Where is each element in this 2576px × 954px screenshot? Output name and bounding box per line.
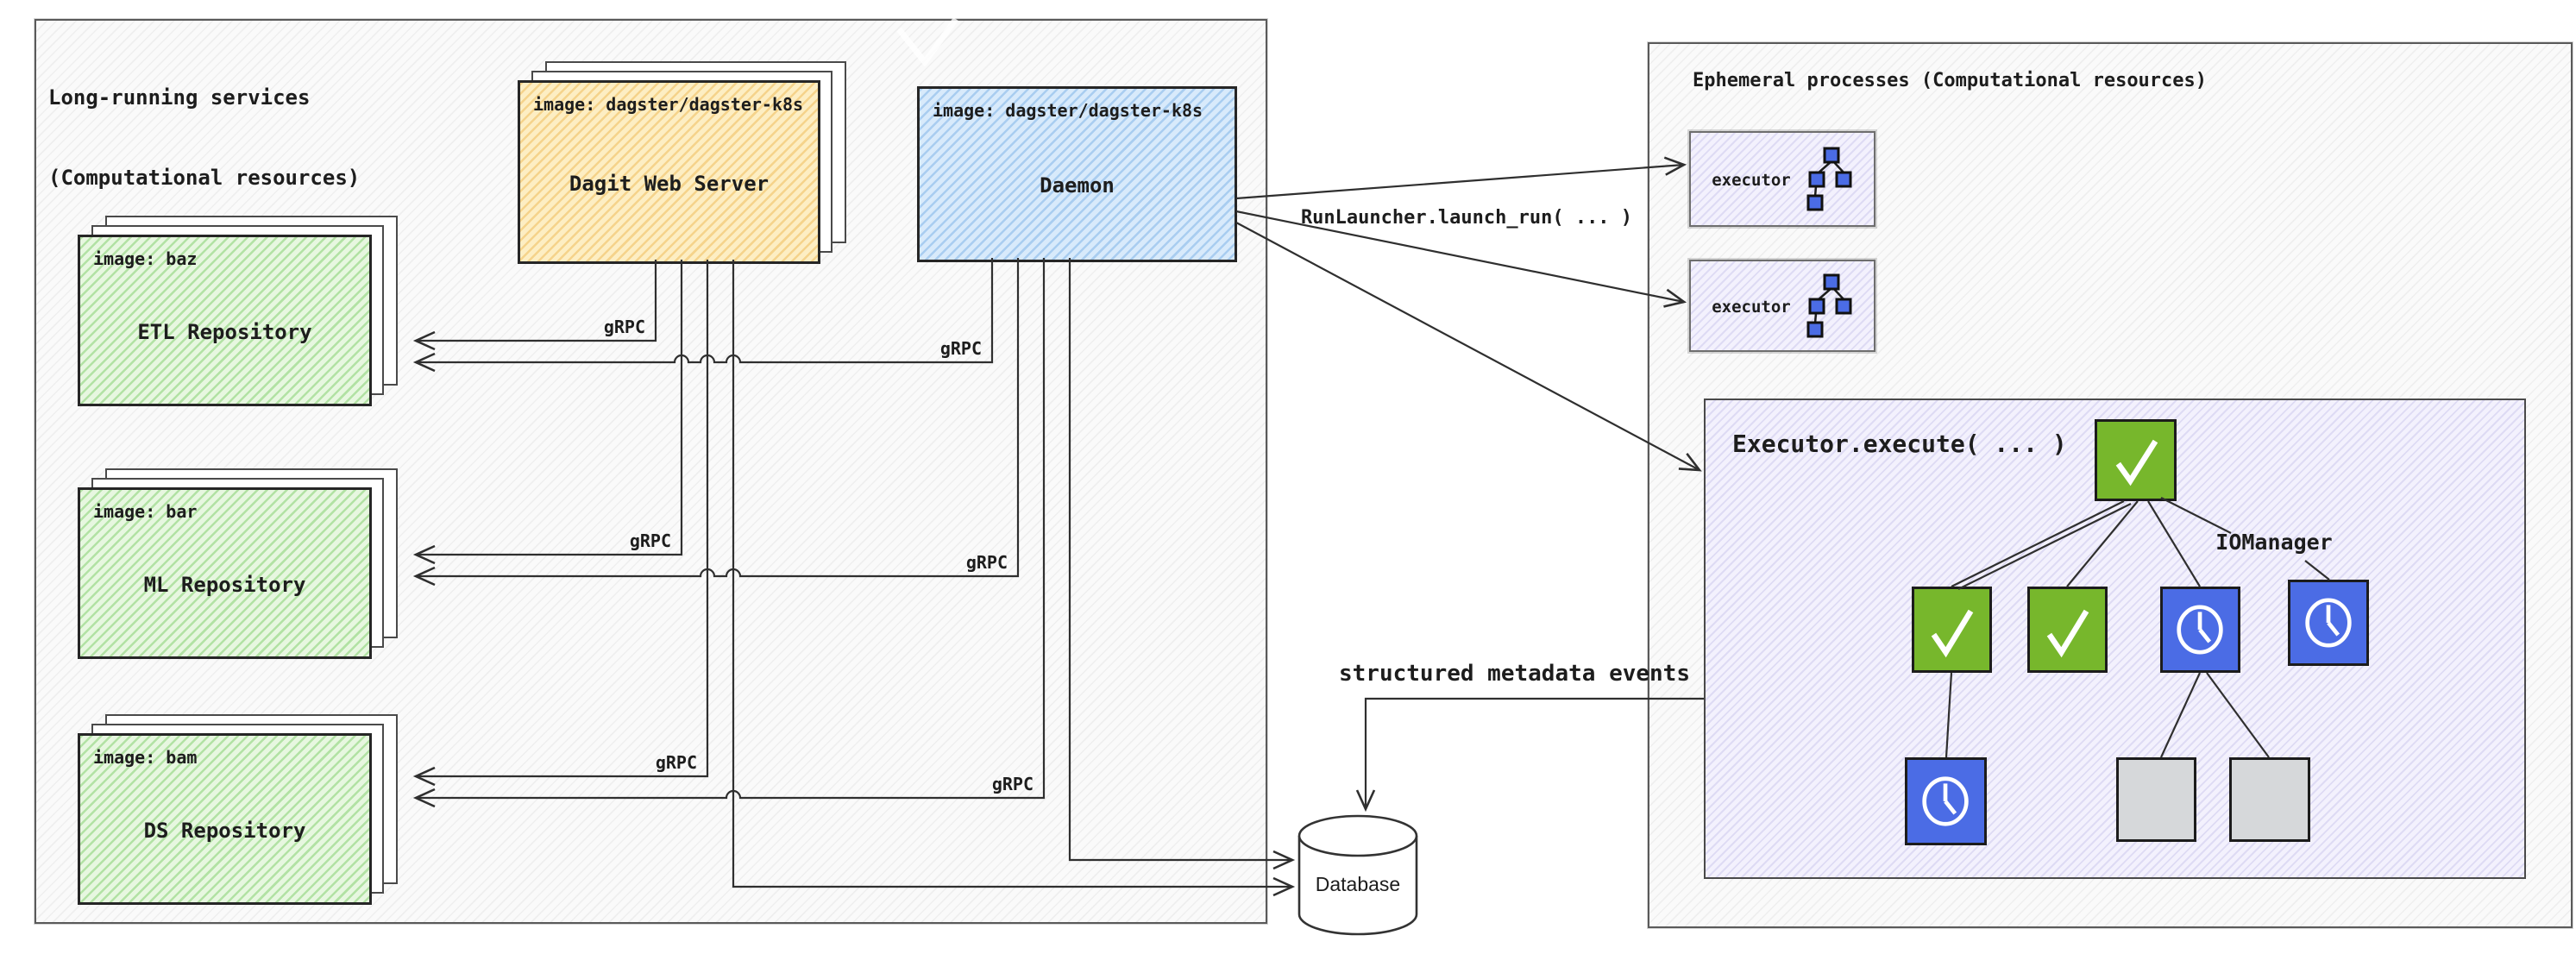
right-panel-title: Ephemeral processes (Computational resou… — [1693, 70, 2208, 91]
op-node-success-root — [2095, 419, 2177, 501]
ml-repo-name: ML Repository — [143, 573, 306, 597]
op-node-success-a — [1912, 587, 1992, 673]
grpc-label-daemon-ds: gRPC — [991, 774, 1034, 794]
daemon-box: image: dagster/dagster-k8s Daemon — [917, 86, 1237, 262]
grpc-label-daemon-etl: gRPC — [939, 338, 982, 359]
executor-box-2: executor — [1689, 260, 1875, 352]
run-launcher-label: RunLauncher.launch_run( ... ) — [1300, 207, 1633, 229]
check-icon — [2115, 439, 2158, 486]
dag-graph-icon — [1806, 147, 1852, 211]
executor-execute-label: Executor.execute( ... ) — [1732, 430, 2067, 458]
dag-graph-icon — [1806, 273, 1852, 338]
daemon-image-label: image: dagster/dagster-k8s — [933, 100, 1203, 121]
run-launcher-arrow-1 — [1235, 156, 1687, 200]
grpc-label-daemon-ml: gRPC — [965, 552, 1008, 573]
op-node-pending-b — [2229, 757, 2310, 842]
executor-1-label: executor — [1712, 171, 1791, 190]
left-panel-title-line2: (Computational resources) — [48, 166, 361, 190]
ml-repo-image-label: image: bar — [93, 501, 198, 522]
op-node-success-b — [2027, 587, 2108, 673]
etl-repo-name: ETL Repository — [137, 320, 312, 344]
dagit-name: Dagit Web Server — [569, 172, 770, 196]
grpc-label-dagit-etl: gRPC — [603, 317, 645, 337]
op-node-waiting-a — [2160, 587, 2240, 673]
clock-icon — [2305, 598, 2352, 648]
dagit-image-label: image: dagster/dagster-k8s — [533, 94, 804, 115]
op-node-pending-a — [2116, 757, 2196, 842]
grpc-label-dagit-ds: gRPC — [655, 752, 697, 773]
grpc-label-dagit-ml: gRPC — [629, 530, 671, 551]
ds-repo-name: DS Repository — [143, 819, 306, 843]
left-panel-title-line1: Long-running services — [48, 85, 311, 110]
database-label: Database — [1315, 873, 1401, 895]
run-launcher-arrow-3 — [1235, 222, 1702, 472]
etl-repo-image-label: image: baz — [93, 248, 198, 269]
left-panel-title: Long-running services (Computational res… — [48, 31, 360, 245]
iomanager-label: IOManager — [2215, 530, 2333, 555]
executor-box-1: executor — [1689, 131, 1875, 227]
op-node-waiting-b — [1905, 757, 1987, 845]
clock-icon — [2177, 605, 2223, 655]
dagit-web-server-box: image: dagster/dagster-k8s Dagit Web Ser… — [518, 80, 820, 264]
executor-2-label: executor — [1712, 298, 1791, 317]
check-icon — [2046, 609, 2089, 658]
check-icon — [1931, 609, 1974, 658]
ds-repo-image-label: image: bam — [93, 747, 198, 768]
etl-repository-box: image: baz ETL Repository — [78, 235, 372, 406]
op-node-waiting-iomanager — [2288, 580, 2369, 666]
clock-icon — [1922, 776, 1969, 826]
metadata-events-label: structured metadata events — [1339, 661, 1690, 687]
ds-repository-box: image: bam DS Repository — [78, 733, 372, 905]
daemon-name: Daemon — [1040, 173, 1115, 198]
ml-repository-box: image: bar ML Repository — [78, 487, 372, 659]
